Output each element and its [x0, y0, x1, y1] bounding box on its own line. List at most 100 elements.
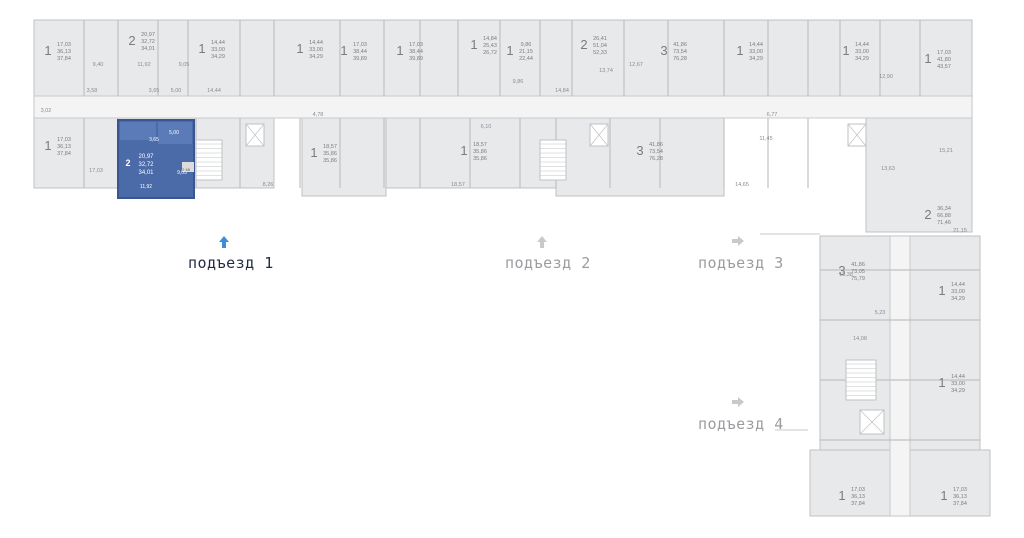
room-area-label-6: 5,00 — [171, 88, 182, 94]
apt-area-living-a15: 18,57 — [323, 144, 337, 150]
apt-rooms-a11: 1 — [736, 43, 743, 58]
entrance-3-arrow-icon[interactable] — [732, 236, 744, 246]
corridor-vertical — [889, 235, 911, 517]
stair-block-1 — [539, 139, 567, 181]
apt-area-living-a20: 14,44 — [951, 282, 965, 288]
apt-area-total-a13: 41,80 — [937, 57, 951, 63]
room-area-label-20: 8,26 — [263, 182, 274, 188]
apt-area-living-a18: 36,34 — [937, 206, 951, 212]
selected-area-total: 32,72 — [138, 162, 154, 168]
apt-rooms-a12: 1 — [842, 43, 849, 58]
stair-block-0 — [195, 139, 223, 181]
room-area-label-23: 6,77 — [767, 112, 778, 118]
room-area-label-17: 21,15 — [953, 228, 967, 234]
room-area-label-15: 15,21 — [939, 148, 953, 154]
apt-rooms-a13: 1 — [924, 51, 931, 66]
selected-room-kitchen: 5,00 — [169, 130, 179, 136]
entrance-4-arrow-icon[interactable] — [732, 397, 744, 407]
apt-rooms-a20: 1 — [938, 283, 945, 298]
room-area-label-2: 17,03 — [89, 168, 103, 174]
elevator-cross — [847, 123, 867, 147]
apt-rooms-a16: 1 — [460, 143, 467, 158]
apt-area-living-a6: 17,03 — [409, 42, 423, 48]
apt-area-full-a18: 71,46 — [937, 220, 951, 226]
apt-area-total-a20: 33,00 — [951, 289, 965, 295]
selected-kitchen — [158, 122, 192, 144]
apt-rooms-a15: 1 — [310, 145, 317, 160]
room-area-label-1: 3,58 — [87, 88, 98, 94]
apt-rooms-a21: 1 — [938, 375, 945, 390]
apt-area-full-a16: 35,86 — [473, 156, 487, 162]
apt-area-total-a2: 32,72 — [141, 39, 155, 45]
selected-room-main: 11,92 — [140, 184, 152, 190]
apt-rooms-a18: 2 — [924, 207, 931, 222]
apt-area-total-a16: 35,86 — [473, 149, 487, 155]
apt-area-living-a16: 18,57 — [473, 142, 487, 148]
apt-area-full-a7: 26,72 — [483, 50, 497, 56]
entrance-2-arrow-icon[interactable] — [537, 236, 547, 248]
entrance-1-arrow-icon[interactable] — [219, 236, 229, 248]
apt-area-living-a21: 14,44 — [951, 374, 965, 380]
building-block-5 — [301, 115, 387, 197]
apt-rooms-a10: 3 — [660, 43, 667, 58]
apt-area-full-a4: 34,29 — [309, 54, 323, 60]
apt-area-full-a15: 35,86 — [323, 158, 337, 164]
apt-area-total-a17: 73,54 — [649, 149, 663, 155]
apt-rooms-a14: 1 — [44, 138, 51, 153]
apt-area-full-a13: 43,57 — [937, 64, 951, 70]
room-area-label-25: 14,08 — [853, 336, 867, 342]
room-area-label-9: 9,86 — [513, 79, 524, 85]
apt-rooms-a17: 3 — [636, 143, 643, 158]
apt-area-total-a18: 66,88 — [937, 213, 951, 219]
apt-area-full-a21: 34,29 — [951, 388, 965, 394]
apt-rooms-a7: 1 — [470, 37, 477, 52]
entrance-2-link[interactable]: подъезд 2 — [505, 254, 591, 272]
apt-rooms-a19: 3 — [838, 263, 845, 278]
apt-area-living-a23: 17,03 — [953, 487, 967, 493]
building-block-4 — [865, 115, 973, 233]
apt-area-full-a3: 34,29 — [211, 54, 225, 60]
apt-area-living-a5: 17,03 — [353, 42, 367, 48]
apt-area-total-a22: 36,13 — [851, 494, 865, 500]
apt-area-total-a21: 33,00 — [951, 381, 965, 387]
apt-area-full-a19: 75,79 — [851, 276, 865, 282]
room-area-label-5: 9,05 — [179, 62, 190, 68]
entrance-4-link[interactable]: подъезд 4 — [698, 415, 784, 433]
apt-area-full-a10: 76,28 — [673, 56, 687, 62]
selected-area-full: 34,01 — [138, 170, 154, 176]
apt-rooms-a5: 1 — [340, 43, 347, 58]
apt-area-living-a19: 41,86 — [851, 262, 865, 268]
apt-area-full-a11: 34,29 — [749, 56, 763, 62]
selected-rooms-count: 2 — [125, 158, 130, 168]
apt-area-living-a7: 14,84 — [483, 36, 497, 42]
apt-area-total-a4: 33,00 — [309, 47, 323, 53]
apt-area-full-a5: 39,89 — [353, 56, 367, 62]
apt-area-full-a2: 34,01 — [141, 46, 155, 52]
room-area-label-22: 11,45 — [759, 136, 772, 142]
entrance-3-link[interactable]: подъезд 3 — [698, 254, 784, 272]
apt-area-total-a23: 36,13 — [953, 494, 967, 500]
selected-room-balcony: 2,48 — [182, 167, 191, 172]
corridor-main — [33, 95, 973, 119]
apt-area-total-a3: 33,00 — [211, 47, 225, 53]
room-area-label-26: 12,90 — [879, 74, 893, 80]
selected-area-living: 20,97 — [138, 154, 154, 160]
room-area-label-11: 12,67 — [629, 62, 643, 68]
apt-area-total-a12: 33,00 — [855, 49, 869, 55]
selected-room-hall: 3,65 — [149, 137, 159, 143]
entrance-1-link[interactable]: подъезд 1 — [188, 254, 274, 272]
apt-area-total-a7: 25,43 — [483, 43, 497, 49]
apt-area-full-a17: 76,28 — [649, 156, 663, 162]
room-area-label-14: 6,10 — [481, 124, 492, 130]
apt-area-living-a8: 9,86 — [521, 42, 532, 48]
selected-room-bed: 9,05 — [177, 170, 187, 176]
apt-area-living-a22: 17,03 — [851, 487, 865, 493]
room-area-label-10: 13,74 — [599, 68, 613, 74]
apt-area-full-a14: 37,84 — [57, 151, 71, 157]
elevator-cross — [859, 409, 885, 435]
apt-area-living-a9: 26,41 — [593, 36, 607, 42]
apt-area-full-a23: 37,84 — [953, 501, 967, 507]
apt-area-full-a9: 52,33 — [593, 50, 607, 56]
apt-rooms-a22: 1 — [838, 488, 845, 503]
